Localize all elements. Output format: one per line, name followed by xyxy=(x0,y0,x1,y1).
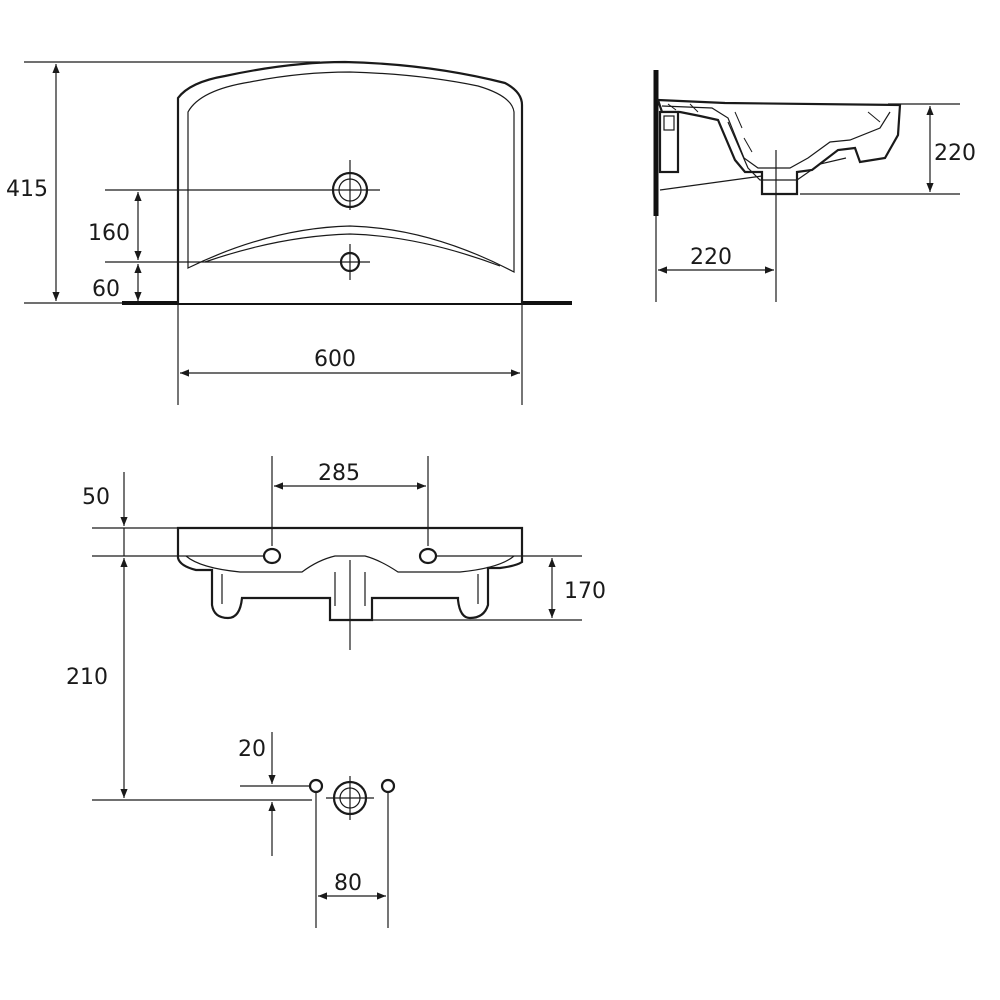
basin-section-outer xyxy=(727,121,847,181)
dim-tap-to-overflow: 160 xyxy=(88,221,130,246)
basin-top-inner xyxy=(185,555,515,573)
dim-bracket-drop: 210 xyxy=(66,665,108,690)
mounting-hole-left xyxy=(262,547,282,565)
side-view: 220 220 xyxy=(653,70,976,302)
dim-basin-depth: 220 xyxy=(934,141,976,166)
basin-front-rim xyxy=(204,233,501,267)
dim-fixing-hole-size: 20 xyxy=(238,737,266,762)
dim-total-height: 415 xyxy=(6,177,48,202)
dim-waste-from-wall: 220 xyxy=(690,245,732,270)
dim-waste-height: 170 xyxy=(564,579,606,604)
top-view: 285 50 170 210 20 80 xyxy=(66,456,606,928)
dim-overflow-to-base: 60 xyxy=(92,277,120,302)
front-view: 415 160 60 600 xyxy=(6,60,572,405)
wall-hanger xyxy=(658,110,680,174)
dim-mount-from-front: 50 xyxy=(82,485,110,510)
basin-section-inner xyxy=(661,105,891,169)
fixing-hole-right xyxy=(380,778,396,794)
basin-inner-bowl xyxy=(187,71,515,273)
basin-section xyxy=(656,98,902,196)
dim-mount-spacing: 285 xyxy=(318,461,360,486)
fixing-hole-left xyxy=(308,778,324,794)
dim-fixing-spacing: 80 xyxy=(334,871,362,896)
mounting-hole-right xyxy=(418,547,438,565)
dim-width: 600 xyxy=(314,347,356,372)
